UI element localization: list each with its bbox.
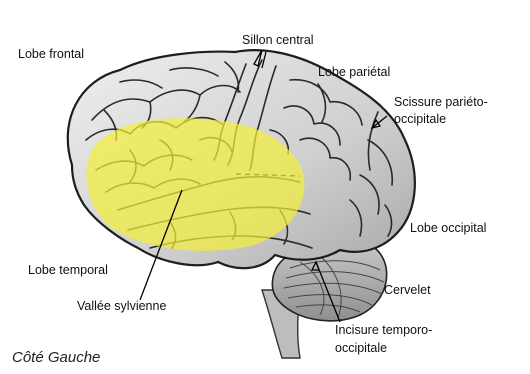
label-sillon-central: Sillon central [242, 33, 314, 47]
label-lobe-parietal: Lobe pariétal [318, 65, 390, 79]
label-vallee-sylvienne: Vallée sylvienne [77, 299, 166, 313]
label-scissure-line2: occipitale [394, 112, 446, 126]
label-scissure-line1: Scissure pariéto- [394, 95, 488, 109]
label-lobe-frontal: Lobe frontal [18, 47, 84, 61]
label-incisure-line1: Incisure temporo- [335, 323, 432, 337]
sylvian-highlight [86, 118, 304, 251]
label-lobe-occipital: Lobe occipital [410, 221, 486, 235]
label-incisure-line2: occipitale [335, 341, 387, 355]
label-lobe-temporal: Lobe temporal [28, 263, 108, 277]
label-cervelet: Cervelet [384, 283, 431, 297]
caption-cote-gauche: Côté Gauche [12, 349, 100, 366]
